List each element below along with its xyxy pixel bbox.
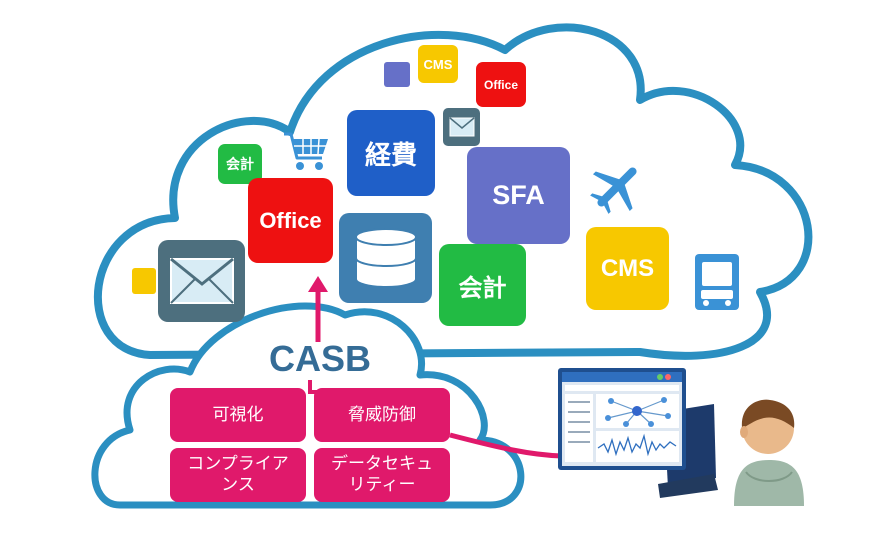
cms-small-label: CMS — [423, 56, 453, 72]
office-small-tile: Office — [476, 62, 526, 107]
small-yellow-square — [132, 268, 156, 294]
feature-data-security-label: データセキュリティー — [331, 454, 433, 495]
cms-main-tile: CMS — [586, 227, 669, 310]
keihi-label: 経費 — [364, 140, 417, 171]
office-main-tile: Office — [248, 178, 333, 263]
kaikei-main-label: 会計 — [458, 273, 507, 302]
shopping-cart-icon — [284, 132, 328, 170]
small-mail-icon — [449, 117, 474, 137]
database-tile — [339, 213, 432, 303]
keihi-tile: 経費 — [347, 110, 435, 196]
office-small-label: Office — [483, 77, 518, 92]
airplane-icon — [590, 167, 637, 214]
feature-threat-protection-label: 脅威防御 — [348, 404, 416, 425]
casb-label: CASB — [268, 338, 371, 379]
office-main-label: Office — [259, 207, 322, 233]
kaikei-small-tile: 会計 — [218, 144, 262, 184]
small-purple-square — [384, 62, 410, 87]
mail-tile — [158, 240, 245, 322]
kaikei-main-tile: 会計 — [439, 244, 526, 326]
feature-data-security: データセキュリティー — [314, 448, 450, 502]
kaikei-small-label: 会計 — [226, 157, 254, 173]
small-mail-tile — [443, 108, 480, 146]
feature-visibility-label: 可視化 — [212, 404, 264, 425]
cms-small-tile: CMS — [418, 45, 458, 83]
feature-threat-protection: 脅威防御 — [314, 388, 450, 442]
monitor-icon — [558, 368, 718, 498]
sfa-tile: SFA — [467, 147, 570, 244]
up-arrow — [308, 276, 328, 342]
train-icon — [695, 254, 739, 310]
feature-visibility: 可視化 — [170, 388, 306, 442]
sfa-label: SFA — [492, 180, 545, 210]
user-icon — [734, 399, 804, 506]
mail-icon — [169, 257, 234, 304]
cms-main-label: CMS — [600, 254, 655, 282]
feature-compliance: コンプライアンス — [170, 448, 306, 502]
feature-compliance-label: コンプライアンス — [187, 454, 289, 495]
database-icon — [354, 228, 417, 288]
